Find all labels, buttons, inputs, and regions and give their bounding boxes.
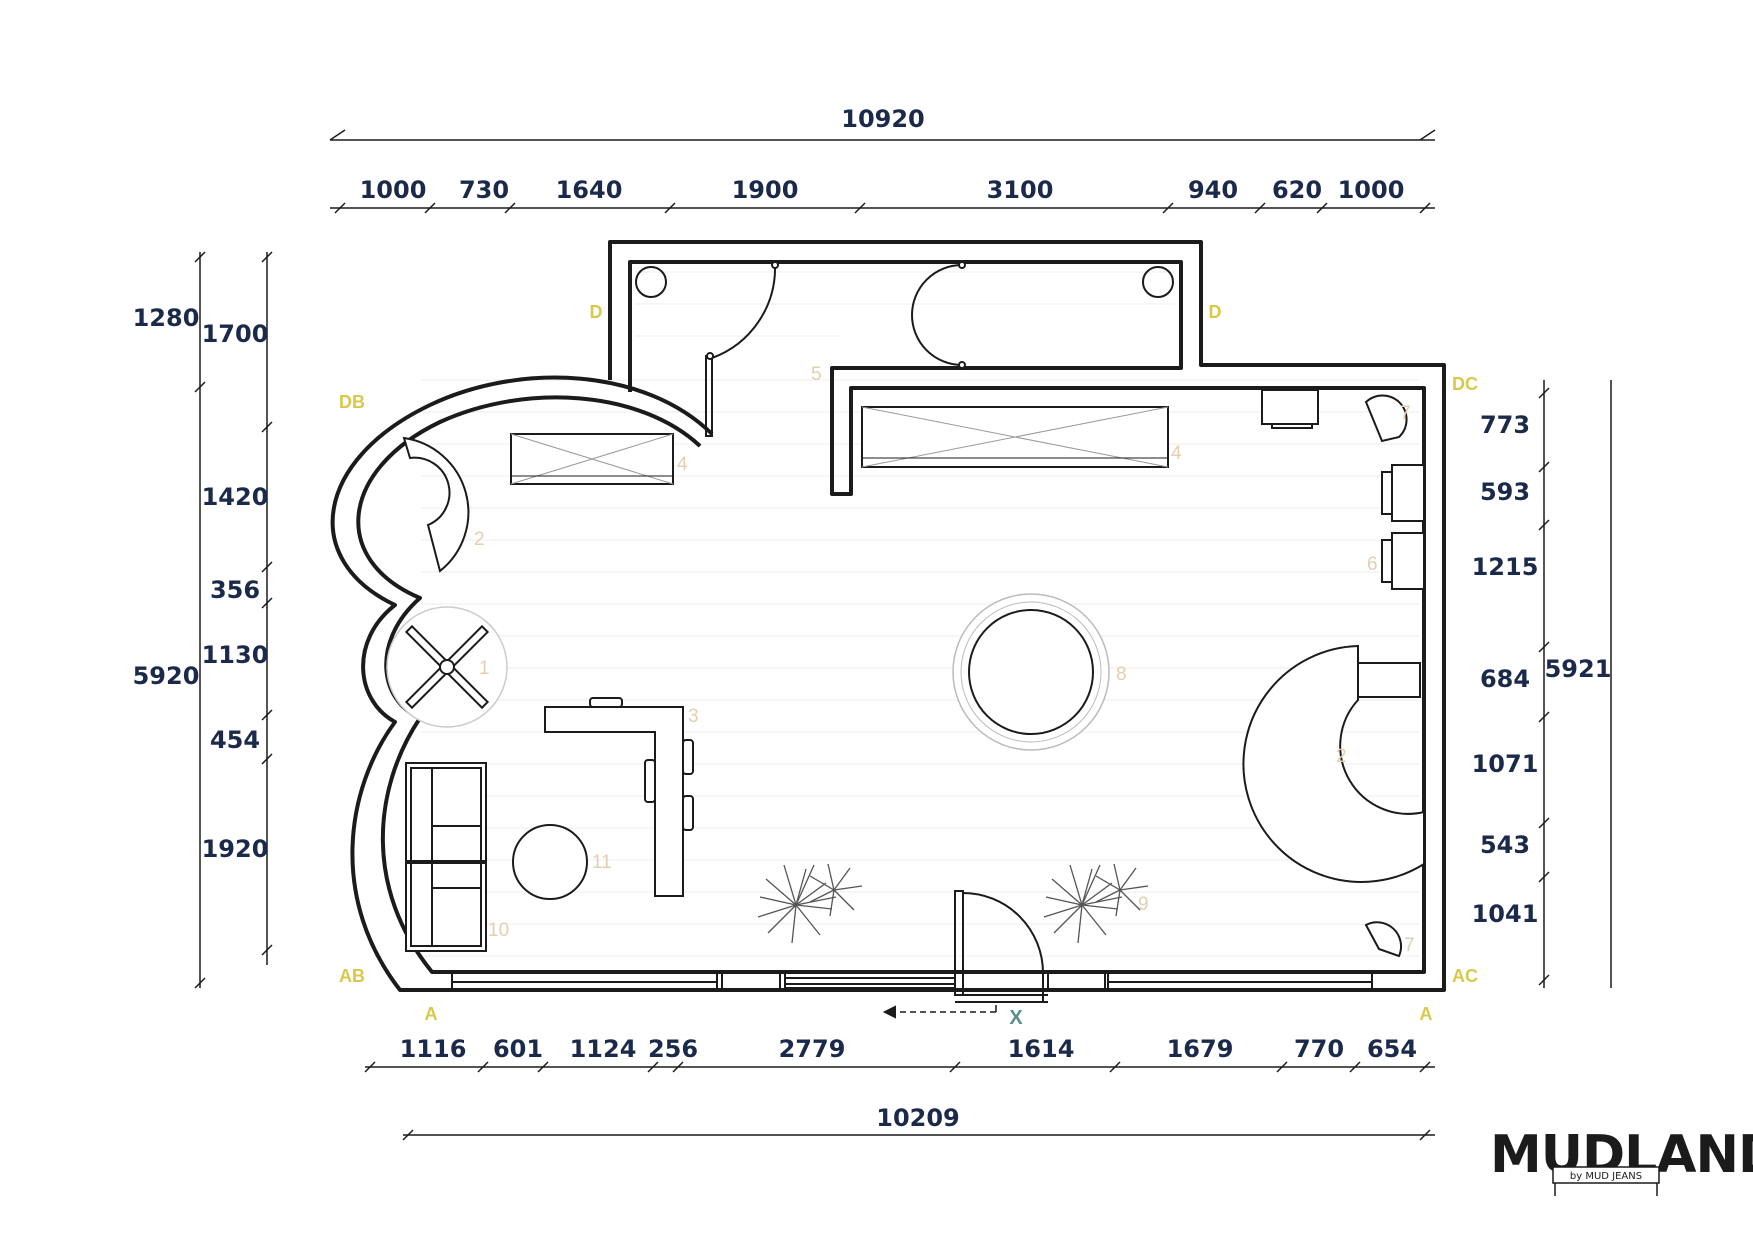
fixture-number: 9	[1138, 894, 1149, 915]
zone-label-x: X	[1009, 1007, 1023, 1029]
dim-bottom-seg: 654	[1367, 1035, 1417, 1063]
fixture-number: 2	[474, 529, 485, 550]
fixture-numbers: 1 2 2 3 4 4 5 6 7 7 8 9 10 11	[474, 364, 1415, 956]
fixture-number: 11	[592, 852, 612, 873]
fixture-number: 8	[1116, 664, 1127, 685]
dim-top-seg: 940	[1188, 176, 1238, 204]
zone-label-dc: DC	[1452, 374, 1478, 394]
zone-label-a: A	[425, 1004, 438, 1024]
dim-top-seg: 3100	[987, 176, 1054, 204]
dim-bottom-seg: 256	[648, 1035, 698, 1063]
dim-right-inner: 543	[1480, 831, 1530, 859]
backroom-lamps	[635, 266, 1174, 298]
plants	[757, 863, 1149, 944]
dim-right-inner: 1071	[1472, 750, 1539, 778]
dim-top-seg: 1900	[732, 176, 799, 204]
dim-left-inner: 1920	[202, 835, 269, 863]
outer-wall	[330, 240, 1446, 992]
fixture-number: 1	[479, 658, 490, 679]
fixture-number: 7	[1404, 935, 1415, 956]
dim-top-total: 10920	[841, 105, 925, 133]
zone-labels: D D DB DC AB AC A A X	[339, 302, 1478, 1029]
logo-subtitle: by MUD JEANS	[1570, 1171, 1642, 1182]
zone-label-d: D	[590, 302, 603, 322]
fixture-number: 3	[688, 706, 699, 727]
dim-left-outer: 5920	[133, 662, 200, 690]
dim-right-total: 5921	[1545, 655, 1612, 683]
fixture-number: 6	[1367, 554, 1378, 575]
dim-top-seg: 1000	[360, 176, 427, 204]
dim-left-inner: 1700	[202, 320, 269, 348]
fixture-number: 4	[677, 454, 688, 475]
backroom-doors	[705, 261, 966, 437]
dim-left-inner: 454	[210, 726, 260, 754]
fixture-number: 5	[811, 364, 822, 385]
dim-left-inner: 1420	[202, 483, 269, 511]
windows	[451, 972, 1373, 992]
dim-bottom-total: 10209	[876, 1104, 960, 1132]
zone-label-ab: AB	[339, 966, 365, 986]
entrance-door	[882, 890, 1048, 1019]
dim-bottom-seg: 2779	[779, 1035, 846, 1063]
dim-bottom-seg: 1124	[570, 1035, 637, 1063]
dimension-lines	[194, 129, 1612, 1141]
dim-bottom-seg: 1679	[1167, 1035, 1234, 1063]
fixture-number: 7	[1400, 403, 1411, 424]
dim-left-inner: 356	[210, 576, 260, 604]
dim-left-outer: 1280	[133, 304, 200, 332]
dim-bottom-seg: 1116	[400, 1035, 467, 1063]
dim-right-inner: 684	[1480, 665, 1530, 693]
zone-label-db: DB	[339, 392, 365, 412]
dim-bottom-seg: 1614	[1008, 1035, 1075, 1063]
walls	[330, 240, 1446, 992]
dim-left-inner: 1130	[202, 641, 269, 669]
dim-bottom-seg: 770	[1294, 1035, 1344, 1063]
dim-right-inner: 773	[1480, 411, 1530, 439]
mudland-logo: MUDLAND by MUD JEANS	[1490, 1125, 1753, 1196]
dim-right-inner: 1215	[1472, 553, 1539, 581]
dim-right-inner: 593	[1480, 478, 1530, 506]
dim-top-seg: 1640	[556, 176, 623, 204]
dim-top-seg: 730	[459, 176, 509, 204]
dimension-texts: 10920 1000 730 1640 1900 3100 940 620 10…	[133, 105, 1612, 1132]
dim-top-seg: 620	[1272, 176, 1322, 204]
dim-right-inner: 1041	[1472, 900, 1539, 928]
zone-label-a: A	[1420, 1004, 1433, 1024]
fixture-number: 2	[1336, 746, 1347, 767]
dim-top-seg: 1000	[1338, 176, 1405, 204]
dim-bottom-seg: 601	[493, 1035, 543, 1063]
fixtures	[386, 389, 1425, 958]
inner-wall	[356, 260, 1426, 974]
fixture-number: 4	[1171, 443, 1182, 464]
zone-label-d: D	[1209, 302, 1222, 322]
fixture-number: 10	[488, 920, 509, 941]
zone-label-ac: AC	[1452, 966, 1478, 986]
